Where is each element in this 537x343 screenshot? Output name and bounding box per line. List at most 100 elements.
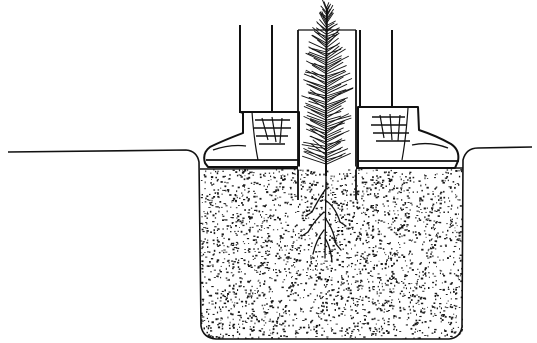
- soil-speckle: [379, 183, 381, 184]
- soil-speckle: [355, 282, 357, 283]
- soil-speckle: [339, 241, 340, 243]
- soil-speckle: [310, 310, 312, 311]
- soil-speckle: [265, 173, 267, 174]
- soil-speckle: [313, 289, 315, 290]
- soil-speckle: [344, 309, 346, 310]
- soil-speckle: [421, 200, 423, 202]
- soil-speckle: [249, 281, 250, 282]
- soil-speckle: [319, 295, 320, 297]
- soil-speckle: [279, 315, 281, 316]
- soil-speckle: [379, 189, 380, 190]
- soil-speckle: [260, 198, 262, 200]
- soil-speckle: [341, 299, 343, 300]
- soil-speckle: [257, 288, 258, 289]
- soil-speckle: [342, 193, 344, 195]
- soil-speckle: [331, 280, 333, 281]
- soil-speckle: [222, 318, 223, 319]
- soil-speckle: [431, 244, 433, 245]
- soil-speckle: [340, 185, 342, 187]
- soil-speckle: [426, 224, 428, 225]
- soil-speckle: [461, 333, 463, 335]
- soil-speckle: [278, 301, 280, 302]
- soil-speckle: [258, 281, 259, 282]
- soil-speckle: [320, 292, 322, 293]
- soil-speckle: [305, 218, 307, 219]
- soil-speckle: [283, 329, 285, 331]
- soil-speckle: [246, 302, 247, 304]
- soil-speckle: [403, 308, 405, 309]
- soil-speckle: [387, 212, 388, 214]
- soil-speckle: [354, 232, 356, 233]
- soil-speckle: [377, 308, 378, 310]
- soil-speckle: [206, 223, 207, 225]
- soil-speckle: [252, 256, 254, 257]
- soil-speckle: [287, 174, 288, 176]
- soil-speckle: [264, 331, 265, 333]
- soil-speckle: [286, 290, 288, 291]
- soil-speckle: [315, 274, 316, 276]
- soil-speckle: [463, 326, 464, 328]
- soil-speckle: [319, 174, 321, 176]
- soil-speckle: [331, 329, 333, 330]
- soil-speckle: [363, 265, 365, 267]
- soil-speckle: [399, 191, 400, 193]
- soil-speckle: [463, 302, 465, 304]
- soil-speckle: [435, 263, 437, 264]
- soil-speckle: [311, 184, 313, 186]
- soil-speckle: [311, 189, 313, 191]
- soil-speckle: [389, 211, 390, 212]
- soil-speckle: [217, 196, 219, 198]
- soil-speckle: [407, 212, 408, 214]
- soil-speckle: [399, 331, 401, 332]
- soil-speckle: [335, 309, 336, 311]
- soil-speckle: [257, 298, 259, 299]
- soil-speckle: [451, 208, 453, 209]
- soil-speckle: [295, 331, 297, 332]
- soil-speckle: [345, 219, 347, 220]
- soil-speckle: [336, 235, 338, 236]
- soil-speckle: [424, 283, 426, 284]
- soil-speckle: [334, 201, 336, 202]
- soil-speckle: [307, 295, 309, 297]
- soil-speckle: [246, 340, 248, 342]
- soil-speckle: [458, 269, 459, 271]
- soil-speckle: [369, 290, 371, 292]
- soil-speckle: [403, 282, 405, 283]
- soil-speckle: [463, 293, 464, 295]
- soil-speckle: [390, 227, 392, 228]
- soil-speckle: [330, 178, 331, 179]
- soil-speckle: [382, 283, 383, 284]
- soil-speckle: [315, 336, 317, 337]
- soil-speckle: [406, 265, 407, 266]
- soil-speckle: [263, 205, 265, 206]
- soil-speckle: [357, 260, 358, 262]
- soil-speckle: [220, 309, 221, 311]
- soil-speckle: [387, 243, 389, 244]
- soil-speckle: [209, 251, 210, 253]
- soil-speckle: [362, 280, 363, 282]
- soil-speckle: [422, 244, 423, 246]
- soil-speckle: [341, 330, 343, 332]
- soil-speckle: [225, 176, 226, 177]
- soil-speckle: [326, 286, 327, 287]
- soil-speckle: [403, 235, 405, 237]
- soil-speckle: [322, 186, 324, 187]
- soil-speckle: [338, 308, 340, 310]
- soil-speckle: [384, 214, 386, 215]
- soil-speckle: [370, 275, 371, 276]
- soil-speckle: [235, 225, 237, 227]
- soil-speckle: [425, 233, 426, 234]
- soil-speckle: [226, 182, 228, 183]
- soil-speckle: [351, 220, 353, 222]
- soil-speckle: [205, 213, 206, 214]
- soil-speckle: [464, 207, 466, 208]
- soil-speckle: [461, 171, 462, 173]
- soil-speckle: [399, 244, 400, 245]
- soil-speckle: [293, 325, 294, 327]
- soil-speckle: [423, 298, 425, 300]
- soil-speckle: [443, 310, 445, 311]
- soil-speckle: [276, 187, 278, 188]
- soil-speckle: [330, 190, 331, 191]
- soil-speckle: [351, 309, 353, 310]
- soil-speckle: [269, 330, 270, 331]
